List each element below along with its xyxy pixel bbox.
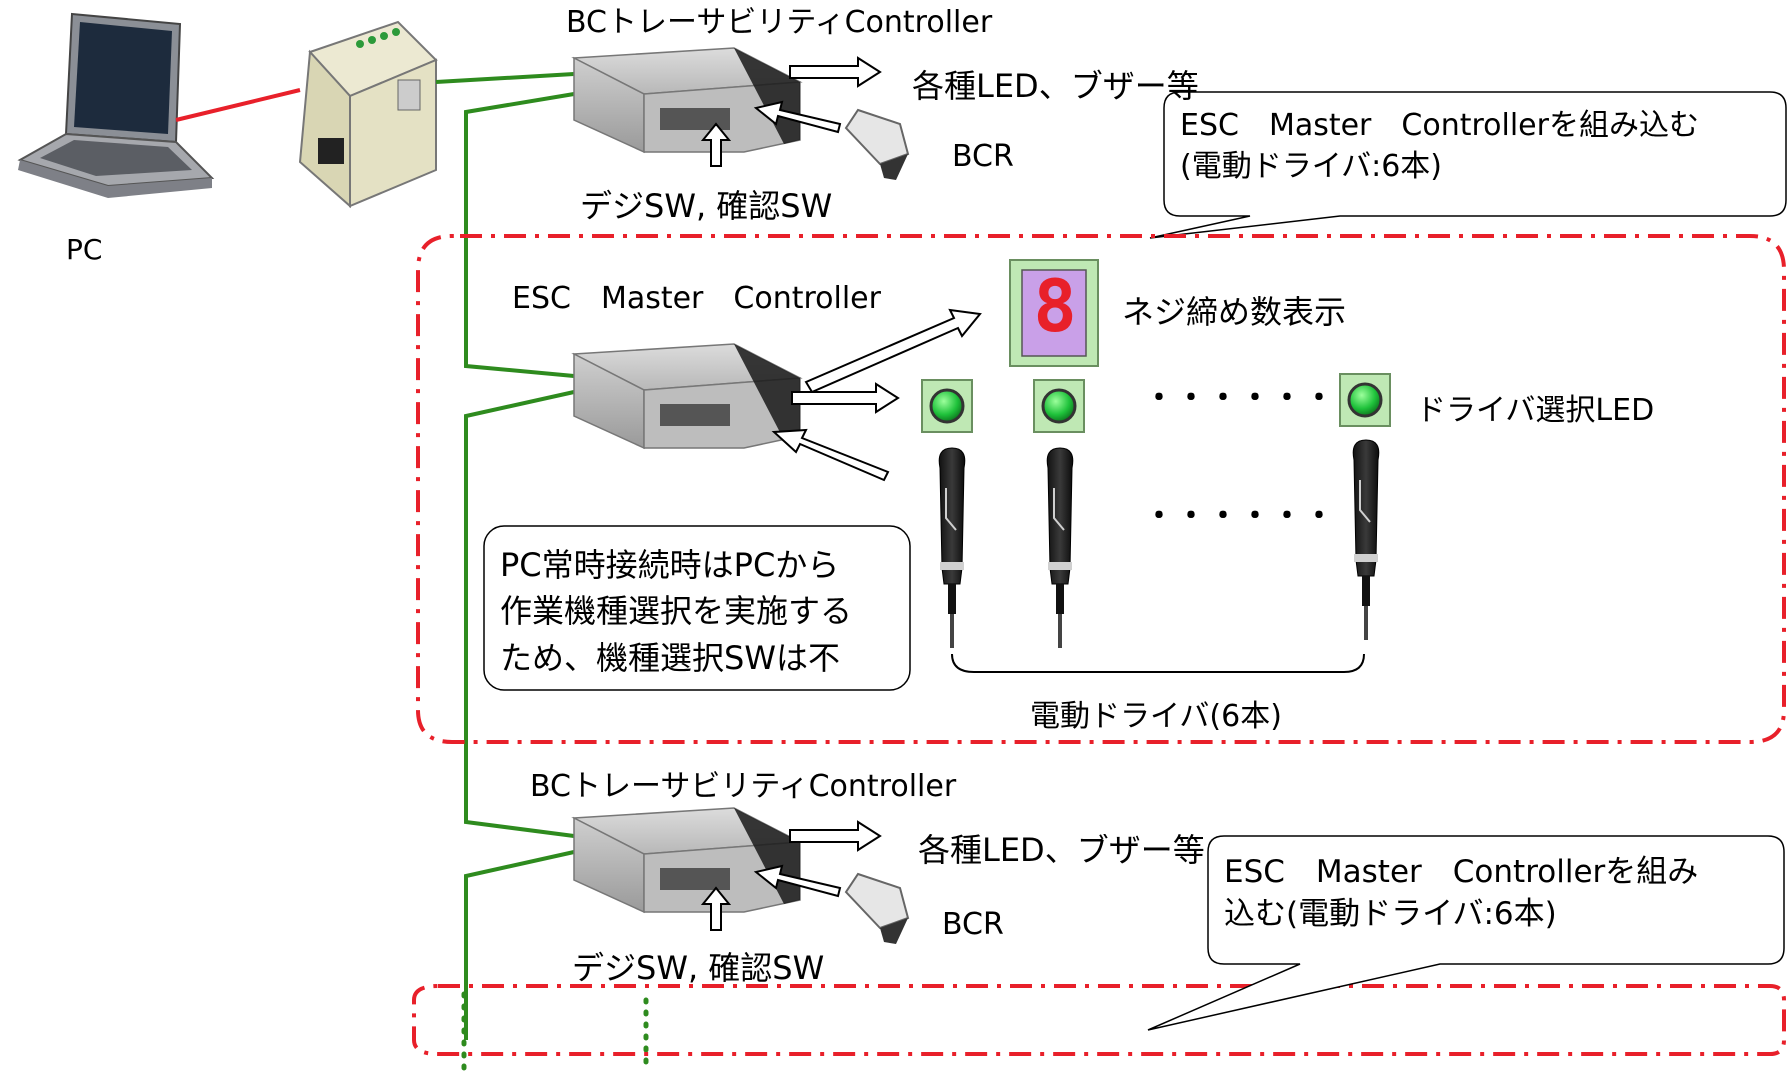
callout-bottom: ESC Master Controllerを組み 込む(電動ドライバ:6本): [1208, 842, 1784, 946]
bc-controller-top-icon: [571, 47, 803, 154]
display-digit: 8: [1033, 264, 1077, 348]
pc-label: PC: [66, 233, 103, 266]
bc-controller-bottom-icon: [571, 807, 803, 914]
note-line1: PC常時接続時はPCから: [500, 546, 840, 584]
controller-bottom-switches: デジSW, 確認SW: [572, 949, 825, 987]
controller-bottom-bcr: BCR: [942, 907, 1004, 942]
esc-region-bottom-dashed: [412, 984, 1786, 1056]
drivers-brace: [951, 653, 1365, 673]
pc-laptop-icon: [17, 12, 215, 198]
led-output-arrow-icon: [791, 382, 900, 414]
bcr-input-arrow-bottom-icon: [753, 864, 842, 898]
note-text: PC常時接続時はPCから 作業機種選択を実施する ため、機種選択SWは不: [486, 534, 866, 689]
controller-bottom-title: BCトレーサビリティController: [530, 769, 957, 804]
callout-bottom-line2: 込む(電動ドライバ:6本): [1224, 895, 1557, 932]
arrows-top: [700, 56, 882, 167]
bcr-scanner-top-icon: [844, 108, 910, 180]
bus-wiring: [435, 72, 575, 1040]
driver-input-arrow-icon: [771, 428, 890, 482]
count-display-label: ネジ締め数表示: [1122, 293, 1347, 331]
callout-top-shape: [1149, 91, 1787, 239]
bcr-input-arrow-icon: [753, 100, 842, 134]
callout-bottom-line1: ESC Master Controllerを組み: [1224, 854, 1699, 890]
driver-select-led-label: ドライバ選択LED: [1416, 393, 1655, 428]
callout-top: ESC Master Controllerを組み込む (電動ドライバ:6本): [1164, 96, 1786, 197]
controller-top-outputs: 各種LED、ブザー等: [912, 67, 1199, 105]
controller-top-title: BCトレーサビリティController: [566, 5, 993, 40]
callout-top-line2: (電動ドライバ:6本): [1180, 148, 1443, 184]
arrows-bottom: [700, 820, 882, 931]
note-line2: 作業機種選択を実施する: [500, 592, 853, 631]
arrows-esc: [771, 308, 982, 482]
esc-master-title: ESC Master Controller: [512, 281, 881, 316]
count-display-icon: [1009, 259, 1099, 367]
callout-top-line1: ESC Master Controllerを組み込む: [1180, 108, 1699, 143]
driver-led-6-icon: [1339, 373, 1391, 427]
driver-led-2-icon: [1033, 379, 1085, 433]
controller-top-bcr: BCR: [952, 139, 1014, 174]
pc-serial-link: [175, 88, 301, 122]
screwdriver-6-icon: [1352, 439, 1380, 640]
driver-led-1-icon: [921, 379, 973, 433]
screwdriver-2-icon: [1046, 447, 1074, 648]
bus-continuation: [461, 991, 649, 1071]
note-line3: ため、機種選択SWは不: [500, 638, 840, 677]
led-ellipsis: ・・・・・・: [1144, 381, 1336, 416]
esc-region-dashed: [416, 234, 1786, 744]
converter-box-icon: [298, 20, 438, 209]
switch-input-arrow-icon: [700, 122, 732, 167]
driver-ellipsis: ・・・・・・: [1144, 499, 1336, 534]
controller-top-switches: デジSW, 確認SW: [580, 187, 833, 225]
screwdriver-1-icon: [938, 447, 966, 648]
switch-input-arrow-bottom-icon: [700, 886, 732, 931]
output-arrow-bottom-icon: [789, 820, 882, 852]
display-output-arrow-icon: [804, 308, 982, 394]
bcr-scanner-bottom-icon: [844, 872, 910, 944]
callout-bottom-shape: [1147, 835, 1785, 1031]
controller-bottom-outputs: 各種LED、ブザー等: [918, 834, 1205, 866]
note-box-shape: [483, 525, 911, 691]
drivers-label: 電動ドライバ(6本): [1030, 699, 1282, 734]
esc-master-controller-icon: [571, 343, 803, 450]
output-arrow-icon: [789, 56, 882, 88]
